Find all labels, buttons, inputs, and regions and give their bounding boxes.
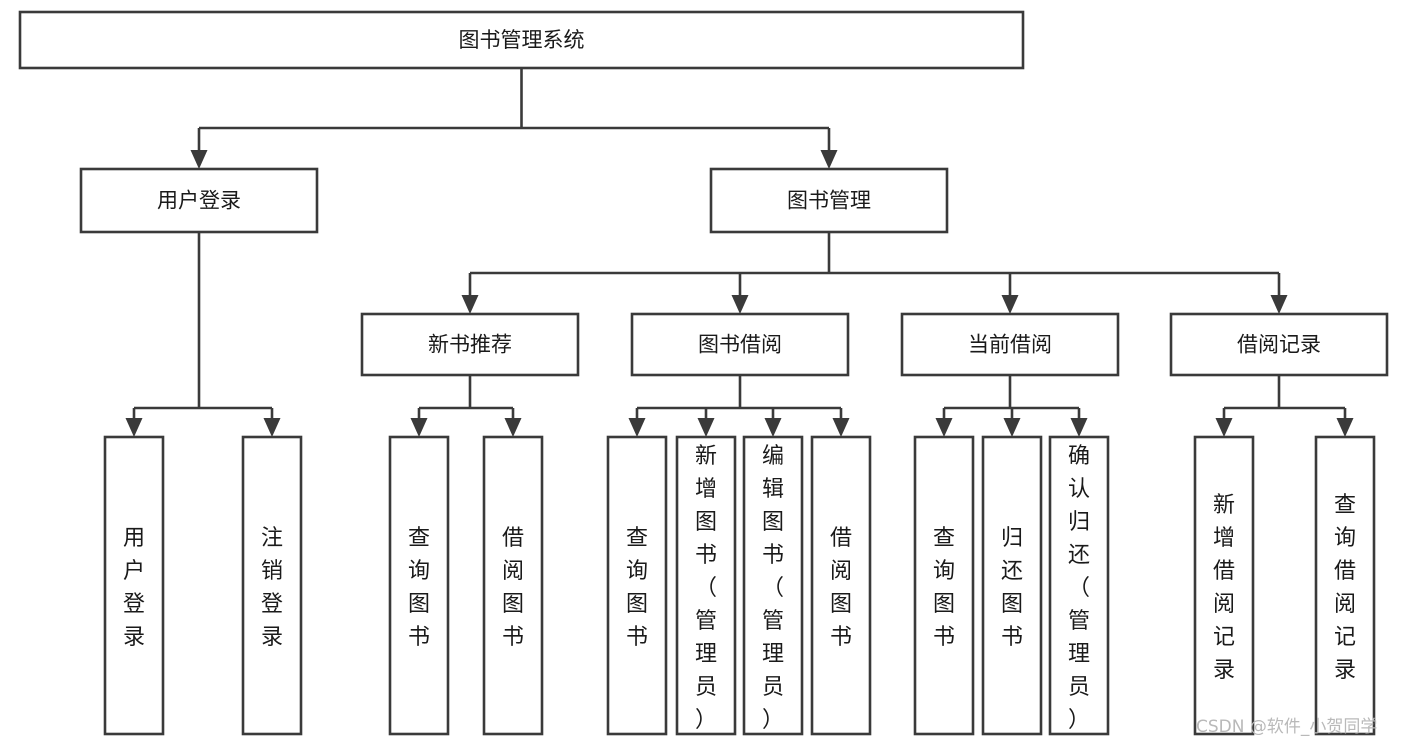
arrow-head-icon-user-login [190, 150, 208, 169]
arrow-head-icon-new-book-recommend [461, 295, 479, 314]
arrow-head-icon-leaf-logout [263, 418, 281, 437]
arrow-head-icon-borrow-records [1270, 295, 1288, 314]
node-label-leaf-logout: 注销登录 [261, 526, 283, 650]
node-box-leaf-borrow-book-rec [482, 435, 544, 736]
node-label-root: 图书管理系统 [459, 28, 585, 52]
node-label-leaf-edit-book: 编辑图书（管理员） [762, 444, 784, 733]
node-label-leaf-borrow-book-rec: 借阅图书 [502, 526, 524, 650]
node-box-leaf-query-book-borrow [606, 435, 668, 736]
arrow-head-icon-leaf-query-book-current [935, 418, 953, 437]
nodes-layer: 图书管理系统用户登录图书管理新书推荐图书借阅当前借阅借阅记录用户登录注销登录查询… [18, 10, 1389, 736]
node-box-book-borrow [630, 312, 850, 377]
arrow-head-icon-leaf-borrow-book [832, 418, 850, 437]
node-box-book-management [709, 167, 949, 234]
node-box-leaf-add-book [675, 435, 737, 736]
node-box-borrow-records [1169, 312, 1389, 377]
node-current-borrow[interactable]: 当前借阅 [900, 312, 1120, 377]
node-user-login[interactable]: 用户登录 [79, 167, 319, 234]
node-leaf-confirm-return[interactable]: 确认归还（管理员） [1048, 435, 1110, 736]
node-leaf-query-book-borrow[interactable]: 查询图书 [606, 435, 668, 736]
arrow-head-icon-leaf-query-record [1336, 418, 1354, 437]
node-box-leaf-logout [241, 435, 303, 736]
node-box-leaf-borrow-book [810, 435, 872, 736]
node-label-leaf-return-book: 归还图书 [1001, 526, 1023, 650]
node-leaf-query-record[interactable]: 查询借阅记录 [1314, 435, 1376, 736]
node-leaf-user-login[interactable]: 用户登录 [103, 435, 165, 736]
node-box-leaf-add-record [1193, 435, 1255, 736]
node-leaf-logout[interactable]: 注销登录 [241, 435, 303, 736]
node-label-leaf-query-book-current: 查询图书 [933, 526, 955, 650]
node-label-leaf-query-record: 查询借阅记录 [1334, 493, 1356, 683]
node-box-new-book-recommend [360, 312, 580, 377]
node-label-new-book-recommend: 新书推荐 [428, 333, 512, 357]
node-box-leaf-return-book [981, 435, 1043, 736]
edges-layer [125, 68, 1354, 437]
arrow-head-icon-leaf-add-book [697, 418, 715, 437]
node-label-leaf-add-book: 新增图书（管理员） [695, 444, 717, 733]
csdn-watermark: CSDN @软件_小贺同学 [1196, 717, 1377, 737]
node-box-leaf-edit-book [742, 435, 804, 736]
node-book-management[interactable]: 图书管理 [709, 167, 949, 234]
node-leaf-add-book[interactable]: 新增图书（管理员） [675, 435, 737, 736]
node-label-leaf-borrow-book: 借阅图书 [830, 526, 852, 650]
node-box-leaf-query-book-current [913, 435, 975, 736]
arrow-head-icon-leaf-query-book-rec [410, 418, 428, 437]
node-box-leaf-user-login [103, 435, 165, 736]
node-box-leaf-confirm-return [1048, 435, 1110, 736]
node-box-current-borrow [900, 312, 1120, 377]
arrow-head-icon-leaf-return-book [1003, 418, 1021, 437]
node-label-leaf-confirm-return: 确认归还（管理员） [1068, 444, 1090, 733]
node-box-user-login [79, 167, 319, 234]
node-label-leaf-user-login: 用户登录 [123, 526, 145, 650]
node-label-current-borrow: 当前借阅 [968, 333, 1052, 357]
arrow-head-icon-book-management [820, 150, 838, 169]
arrow-head-icon-leaf-edit-book [764, 418, 782, 437]
node-book-borrow[interactable]: 图书借阅 [630, 312, 850, 377]
node-box-root [18, 10, 1025, 70]
node-label-book-management: 图书管理 [787, 189, 871, 213]
node-box-leaf-query-record [1314, 435, 1376, 736]
arrow-head-icon-leaf-borrow-book-rec [504, 418, 522, 437]
node-label-leaf-query-book-rec: 查询图书 [408, 526, 430, 650]
node-label-borrow-records: 借阅记录 [1237, 333, 1321, 357]
node-leaf-edit-book[interactable]: 编辑图书（管理员） [742, 435, 804, 736]
arrow-head-icon-leaf-query-book-borrow [628, 418, 646, 437]
arrow-head-icon-leaf-user-login [125, 418, 143, 437]
node-label-user-login: 用户登录 [157, 189, 241, 213]
node-box-leaf-query-book-rec [388, 435, 450, 736]
arrow-head-icon-leaf-confirm-return [1070, 418, 1088, 437]
node-leaf-borrow-book-rec[interactable]: 借阅图书 [482, 435, 544, 736]
arrow-head-icon-book-borrow [731, 295, 749, 314]
arrow-head-icon-leaf-add-record [1215, 418, 1233, 437]
node-leaf-add-record[interactable]: 新增借阅记录 [1193, 435, 1255, 736]
node-leaf-query-book-current[interactable]: 查询图书 [913, 435, 975, 736]
node-leaf-borrow-book[interactable]: 借阅图书 [810, 435, 872, 736]
node-root[interactable]: 图书管理系统 [18, 10, 1025, 70]
node-leaf-query-book-rec[interactable]: 查询图书 [388, 435, 450, 736]
node-label-book-borrow: 图书借阅 [698, 333, 782, 357]
node-label-leaf-add-record: 新增借阅记录 [1213, 493, 1235, 683]
node-label-leaf-query-book-borrow: 查询图书 [626, 526, 648, 650]
node-new-book-recommend[interactable]: 新书推荐 [360, 312, 580, 377]
node-borrow-records[interactable]: 借阅记录 [1169, 312, 1389, 377]
arrow-head-icon-current-borrow [1001, 295, 1019, 314]
node-leaf-return-book[interactable]: 归还图书 [981, 435, 1043, 736]
